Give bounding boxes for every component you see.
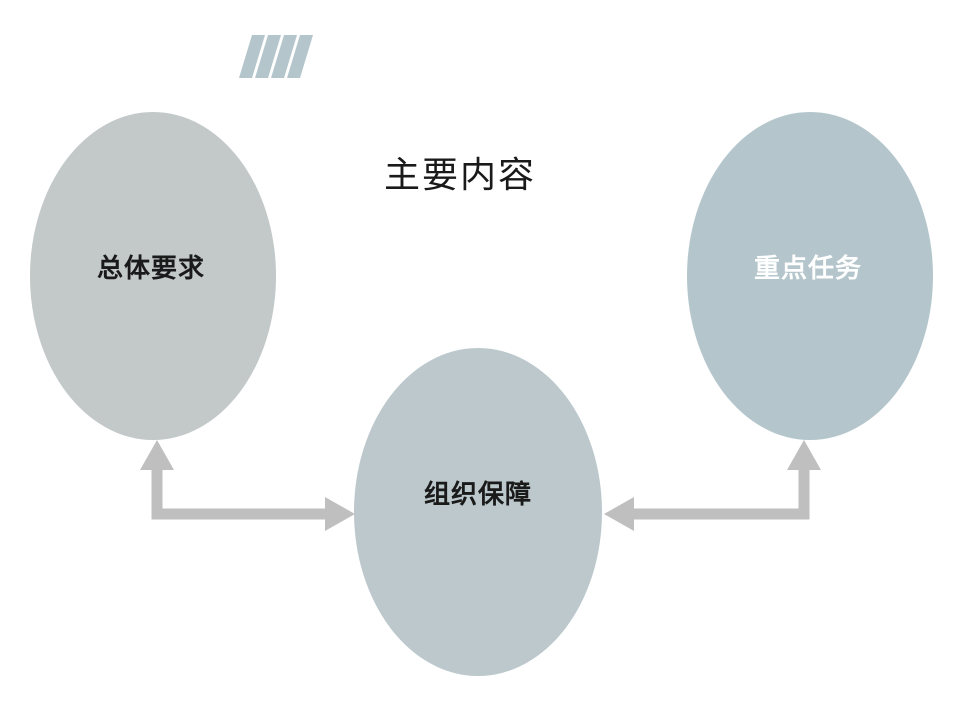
arrowhead-left-icon [604,497,634,531]
stripe-1 [239,35,265,78]
connector-right-to-center [604,440,821,531]
oval-left [30,112,276,440]
arrowhead-up-icon [787,440,821,470]
stripe-2 [255,35,281,78]
oval-center [354,348,602,676]
arrowhead-right-icon [325,497,355,531]
slide-title: 主要内容 [383,155,536,196]
oval-center-label: 组织保障 [423,480,532,510]
connector-line [151,468,328,520]
stripe-3 [271,35,297,78]
oval-right [687,112,933,440]
decorative-stripes [239,35,313,78]
oval-right-label: 重点任务 [753,254,862,284]
connector-line [632,468,810,520]
connector-left-to-center [140,440,355,531]
stripe-4 [287,35,313,78]
oval-left-label: 总体要求 [96,254,205,284]
arrowhead-up-icon [140,440,174,470]
